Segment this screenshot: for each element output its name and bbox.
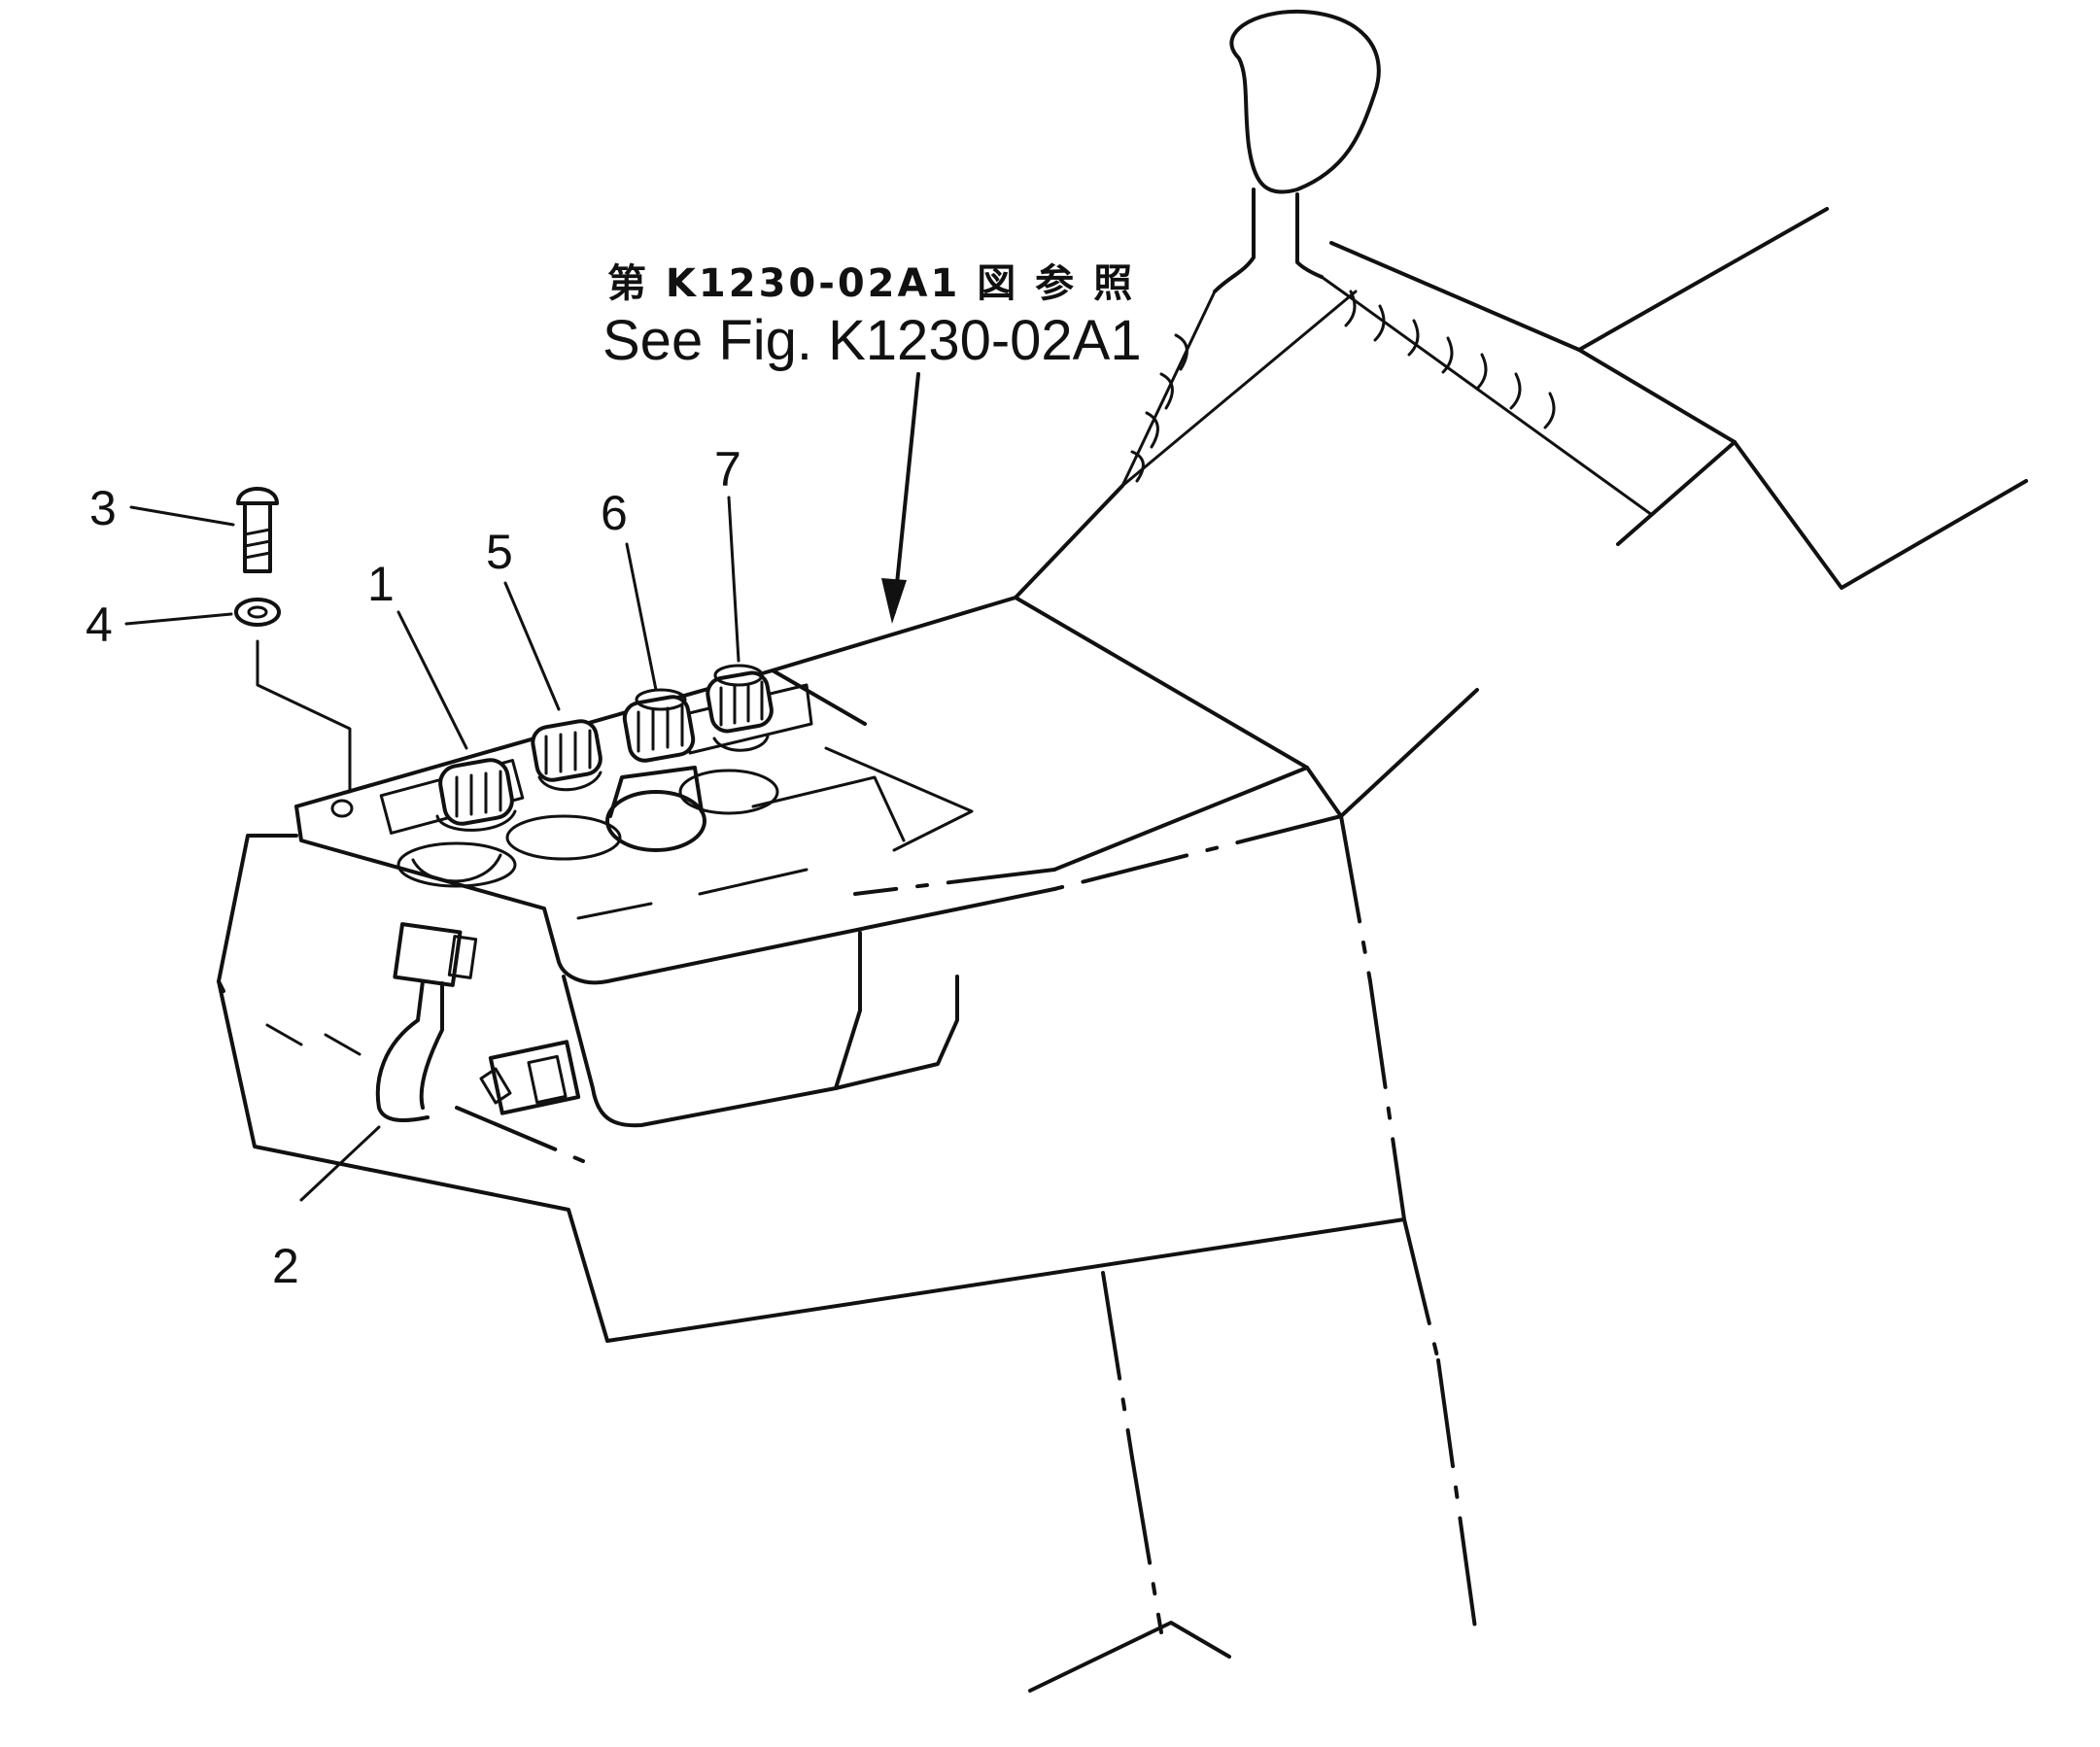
callout-4: 4 xyxy=(86,598,113,652)
switch-panel-plate xyxy=(294,668,1056,985)
switch-1 xyxy=(396,758,517,888)
bolt xyxy=(236,487,279,573)
control-lever xyxy=(1120,9,1654,517)
cab-structure xyxy=(1014,207,2028,818)
console-top-box xyxy=(771,596,1343,896)
reference-note-en: See Fig. K1230-02A1 xyxy=(602,309,1142,372)
callout-3: 3 xyxy=(89,481,117,535)
switch-5 xyxy=(505,719,622,861)
callout-7: 7 xyxy=(714,442,741,497)
switch-7 xyxy=(678,664,779,815)
washer xyxy=(234,598,281,627)
bolt-leader xyxy=(256,639,352,794)
switch-6 xyxy=(605,688,706,852)
callout-leaders xyxy=(124,496,740,1202)
mounting-hole xyxy=(330,799,354,818)
reference-note-jp: 第 K1230-02A1 図 参 照 xyxy=(607,261,1135,306)
wiring-harness xyxy=(375,922,581,1122)
callout-5: 5 xyxy=(486,525,513,579)
connector-lower xyxy=(488,1040,581,1115)
console-body xyxy=(217,814,1479,1693)
callout-2: 2 xyxy=(272,1239,299,1293)
callout-6: 6 xyxy=(601,486,628,540)
reference-arrow xyxy=(881,372,920,624)
callout-1: 1 xyxy=(367,557,395,611)
